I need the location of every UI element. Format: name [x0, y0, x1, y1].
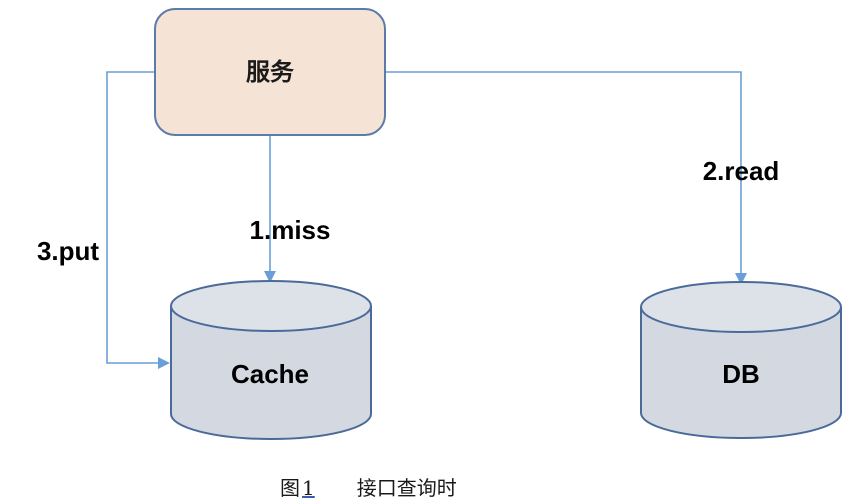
- miss-edge-label: 1.miss: [250, 215, 331, 245]
- cache-label: Cache: [231, 359, 309, 389]
- cache-cylinder-body: [170, 306, 372, 440]
- caption-figure-number: 1: [302, 476, 315, 500]
- cache-cylinder-top: [170, 280, 372, 332]
- service-box: [154, 8, 386, 136]
- cache-query-diagram: 服务 Cache DB 1.miss 2.read 3.put: [37, 8, 842, 440]
- caption-prefix: 图: [280, 476, 300, 500]
- read-edge-label: 2.read: [703, 156, 780, 186]
- read-arrow: [385, 71, 747, 285]
- put-arrow: [106, 71, 170, 369]
- db-cylinder-body: [640, 307, 842, 439]
- put-edge-label: 3.put: [37, 236, 99, 266]
- cache-node: Cache: [170, 280, 372, 440]
- service-node: 服务: [154, 8, 386, 136]
- db-cylinder-top: [640, 281, 842, 333]
- service-label: 服务: [246, 58, 295, 86]
- db-node: DB: [640, 281, 842, 439]
- caption-text: 接口查询时: [356, 476, 457, 500]
- db-label: DB: [722, 359, 760, 389]
